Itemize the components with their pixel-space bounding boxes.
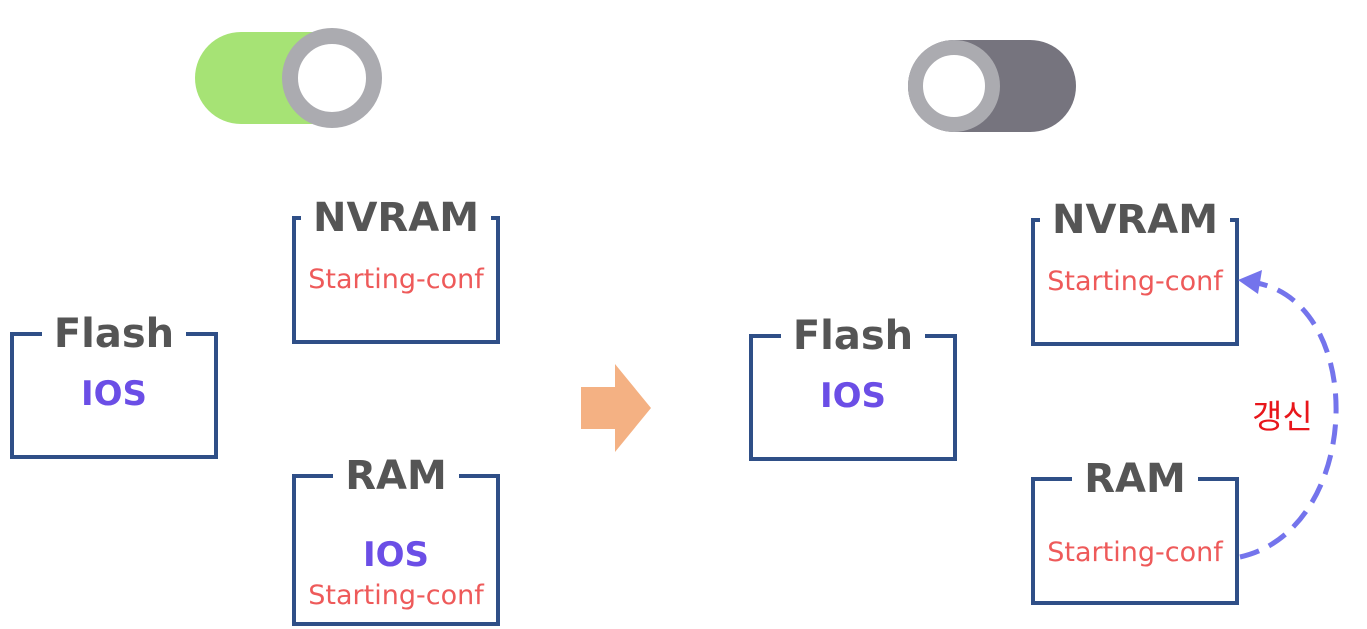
right-ram-content: Starting-conf: [1047, 537, 1223, 568]
update-label: 갱신: [1252, 397, 1313, 436]
curved-arrow-head-icon: [1238, 270, 1262, 294]
toggle-knob: [282, 28, 382, 128]
left-flash-content: IOS: [80, 374, 148, 414]
left-flash-title: Flash: [53, 311, 175, 357]
dashed-curved-arrow-icon: [1239, 280, 1339, 560]
right-flash-title: Flash: [792, 313, 914, 359]
left-ram-box: RAM IOS Starting-conf: [292, 456, 500, 626]
right-ram-box: RAM Starting-conf: [1031, 459, 1239, 605]
left-nvram-box: NVRAM Starting-conf: [292, 198, 500, 344]
right-nvram-title: NVRAM: [1052, 197, 1218, 243]
right-nvram-box: NVRAM Starting-conf: [1031, 200, 1239, 346]
right-flash-content: IOS: [819, 376, 887, 416]
right-arrow-icon: [581, 364, 651, 452]
left-flash-box: Flash IOS: [10, 314, 218, 459]
left-nvram-content: Starting-conf: [308, 264, 484, 295]
power-on-toggle-icon: [195, 28, 382, 128]
right-flash-box: Flash IOS: [749, 316, 957, 461]
left-ram-conf: Starting-conf: [308, 580, 484, 611]
power-off-toggle-icon: [908, 40, 1076, 132]
right-ram-title: RAM: [1084, 456, 1186, 502]
left-ram-ios: IOS: [362, 535, 430, 575]
left-ram-title: RAM: [345, 453, 447, 499]
right-nvram-content: Starting-conf: [1047, 266, 1223, 297]
left-nvram-title: NVRAM: [313, 195, 479, 241]
